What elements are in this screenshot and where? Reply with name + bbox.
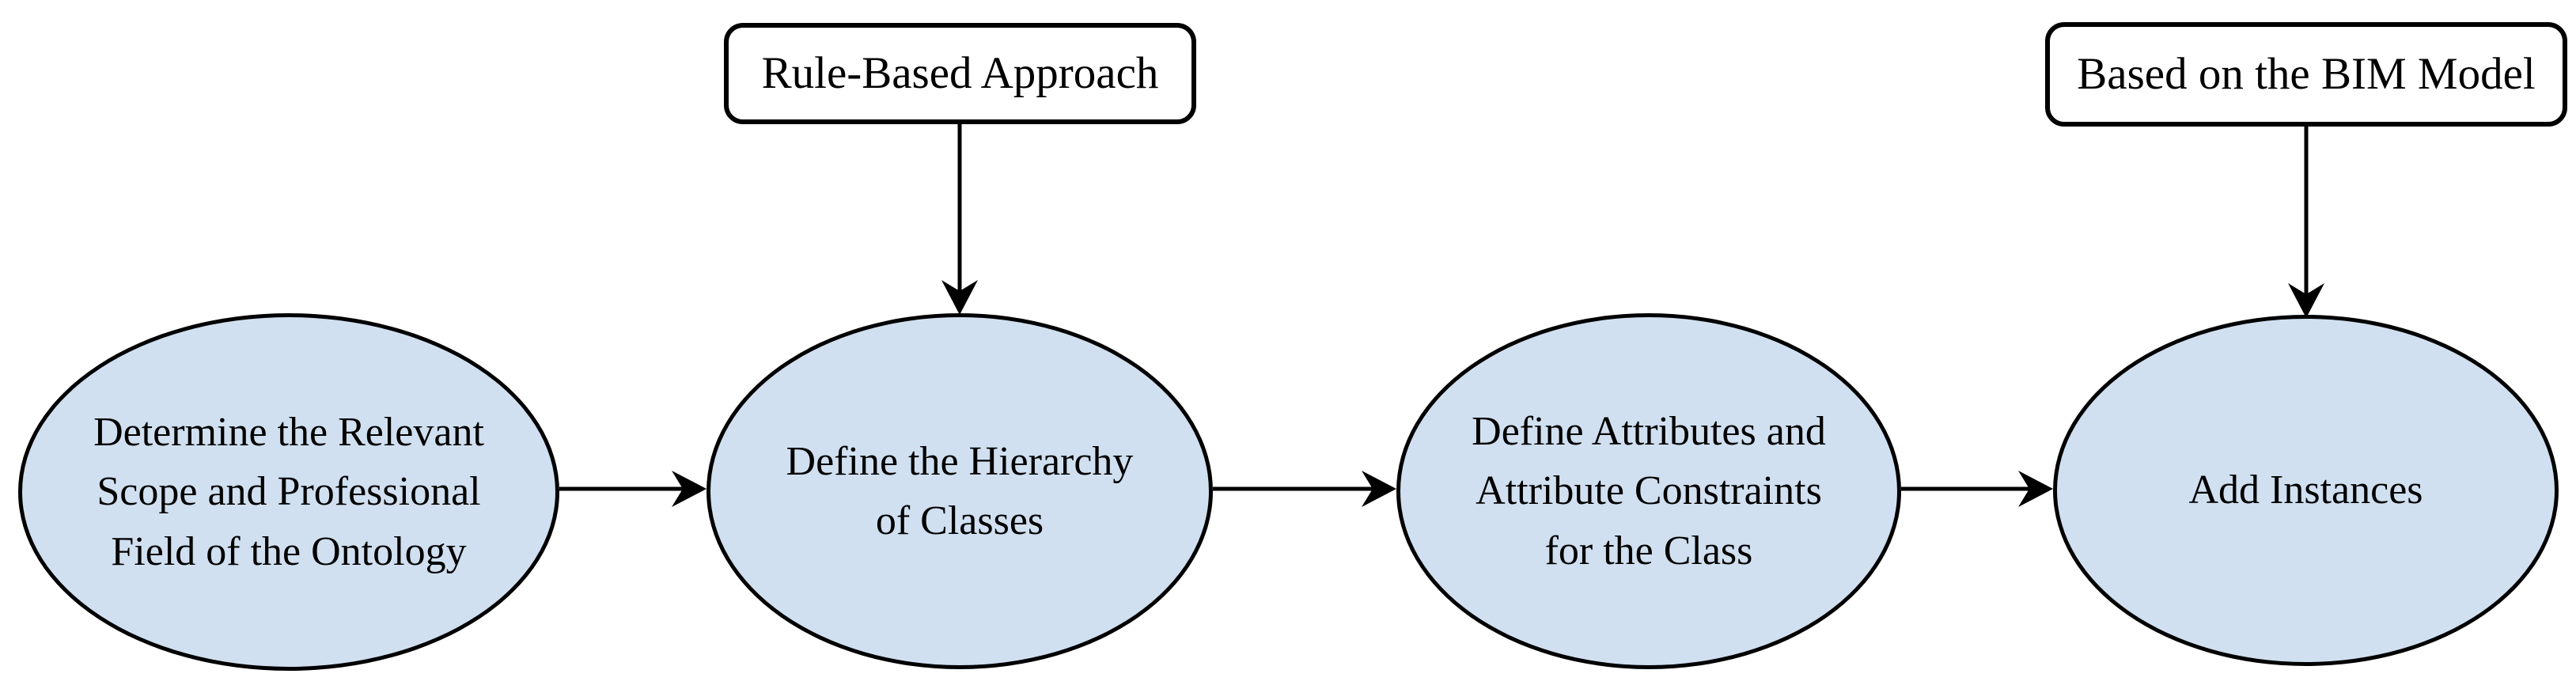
arrow-step2-to-step3 xyxy=(1213,471,1396,507)
step-ellipse-determine-scope: Determine the Relevant Scope and Profess… xyxy=(18,313,559,671)
step-label: Define Attributes and Attribute Constrai… xyxy=(1472,408,1826,573)
callout-label: Based on the BIM Model xyxy=(2077,48,2536,99)
callout-rule-based-approach: Rule-Based Approach xyxy=(724,23,1196,124)
arrowhead-down-icon xyxy=(2288,283,2324,318)
arrowhead-right-icon xyxy=(672,471,707,507)
arrow-rule-based-to-step2 xyxy=(941,124,978,315)
callout-label: Rule-Based Approach xyxy=(761,47,1159,98)
arrow-step3-to-step4 xyxy=(1901,471,2053,507)
step-ellipse-add-instances: Add Instances xyxy=(2053,315,2559,666)
callout-based-on-bim-model: Based on the BIM Model xyxy=(2045,22,2567,127)
step-label: Define the Hierarchy of Classes xyxy=(786,438,1134,543)
arrow-step1-to-step2 xyxy=(559,471,707,507)
step-ellipse-define-hierarchy: Define the Hierarchy of Classes xyxy=(707,313,1213,669)
arrowhead-right-icon xyxy=(1362,471,1396,507)
step-label: Determine the Relevant Scope and Profess… xyxy=(93,409,484,574)
arrowhead-down-icon xyxy=(941,280,978,315)
step-label: Add Instances xyxy=(2188,467,2423,513)
arrowhead-right-icon xyxy=(2018,471,2053,507)
arrow-bim-model-to-step4 xyxy=(2288,127,2324,318)
step-ellipse-define-attributes: Define Attributes and Attribute Constrai… xyxy=(1396,313,1901,669)
